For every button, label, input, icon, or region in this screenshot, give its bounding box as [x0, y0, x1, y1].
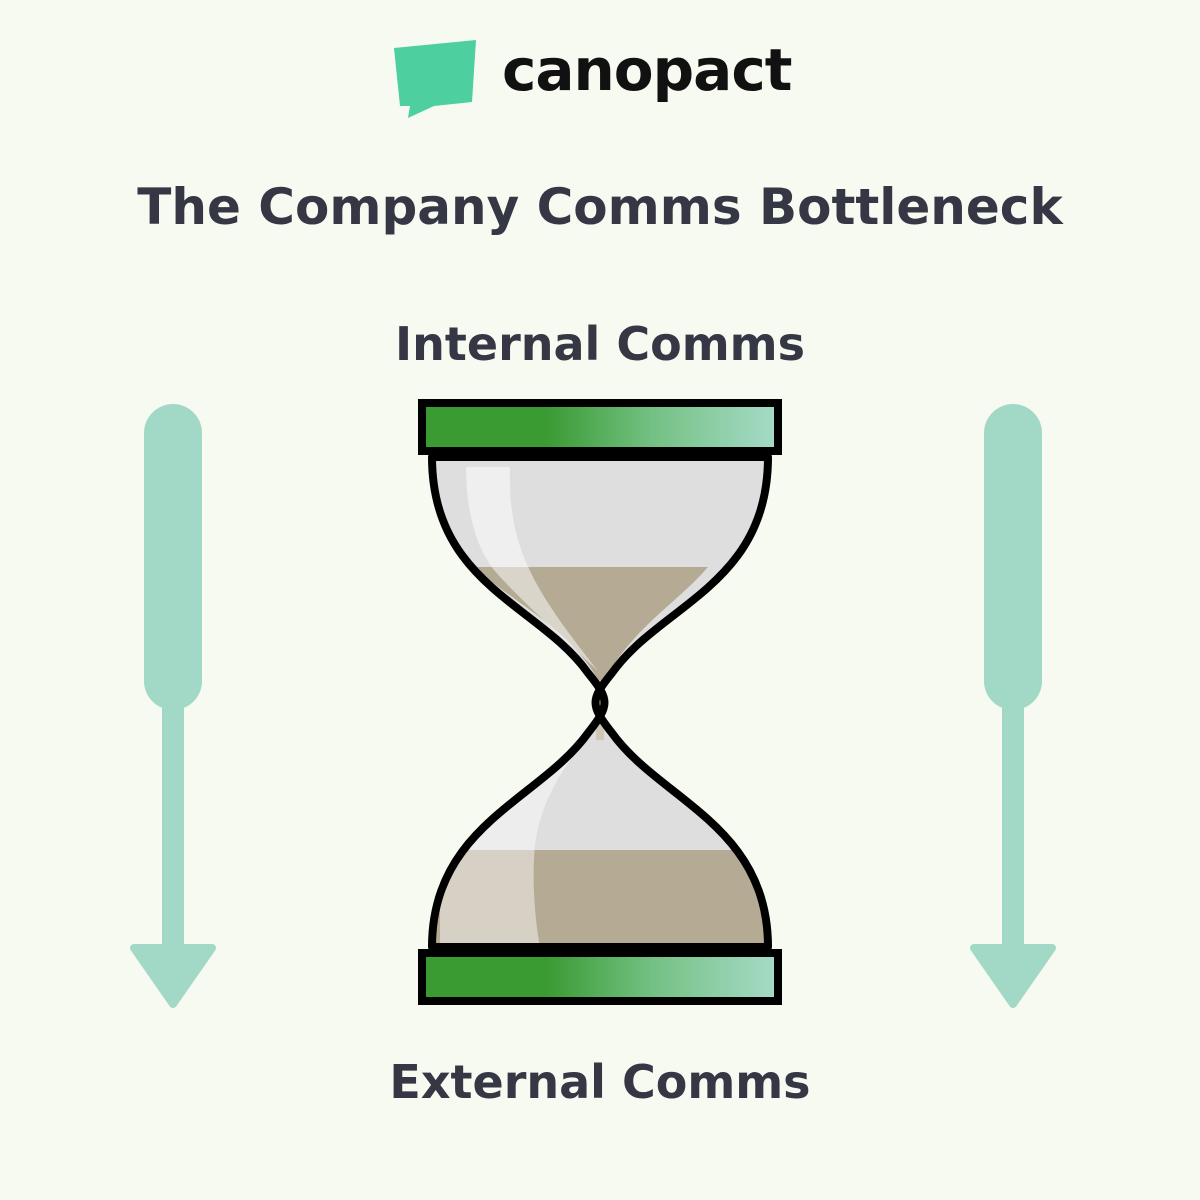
canopact-logo: canopact — [392, 28, 812, 124]
external-comms-label: External Comms — [389, 1055, 811, 1109]
internal-comms-label: Internal Comms — [395, 317, 805, 371]
brand-name: canopact — [502, 36, 792, 104]
hourglass-icon — [418, 399, 782, 1005]
down-arrow-left-icon — [130, 404, 216, 1008]
down-arrow-right-icon — [970, 404, 1056, 1008]
page-title: The Company Comms Bottleneck — [137, 178, 1063, 236]
speech-bubble-icon — [394, 40, 476, 118]
